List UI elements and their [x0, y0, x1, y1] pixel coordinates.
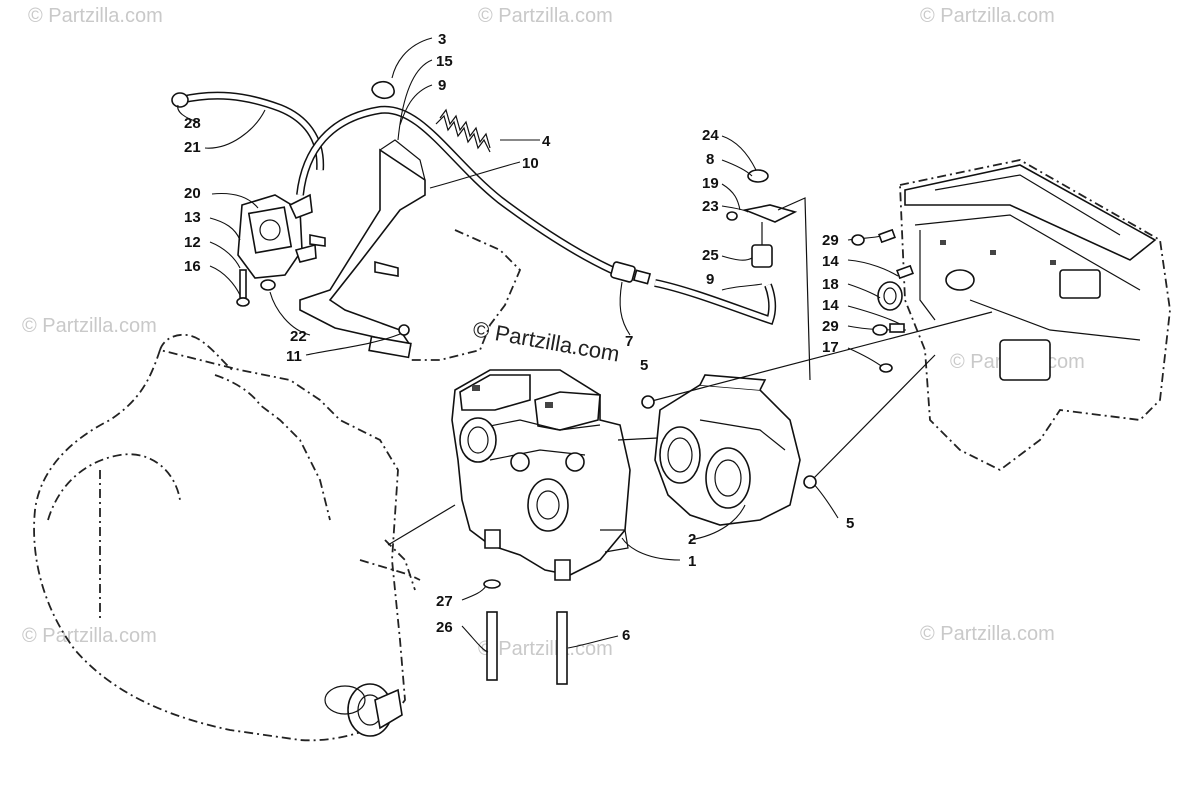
callout-16: 16 — [184, 258, 201, 275]
callout-14-lower: 14 — [822, 297, 839, 314]
watermark-main: © Partzilla.com — [471, 316, 621, 366]
callout-18: 18 — [822, 276, 839, 293]
intake-adapter — [654, 374, 801, 526]
engine — [33, 333, 421, 742]
watermark-layer: © Partzilla.com © Partzilla.com © Partzi… — [22, 5, 1085, 660]
callout-11: 11 — [286, 348, 302, 365]
watermark: © Partzilla.com — [22, 315, 157, 337]
callout-15: 15 — [436, 53, 453, 70]
callout-labels: 3 15 9 4 10 28 21 20 13 12 16 22 11 7 5 … — [184, 31, 854, 644]
fuel-pump-assembly — [171, 80, 614, 347]
callout-7: 7 — [625, 333, 633, 350]
callout-6: 6 — [622, 627, 630, 644]
callout-27: 27 — [436, 593, 453, 610]
callout-24: 24 — [702, 127, 719, 144]
vent-tubes — [483, 579, 568, 685]
callout-22: 22 — [290, 328, 307, 345]
callout-5-right: 5 — [846, 515, 854, 532]
watermark: © Partzilla.com — [22, 625, 157, 647]
callout-8: 8 — [706, 151, 714, 168]
watermark: © Partzilla.com — [28, 5, 163, 27]
spring-coil — [435, 108, 491, 153]
callout-23: 23 — [702, 198, 719, 215]
callout-29: 29 — [822, 232, 839, 249]
callout-26: 26 — [436, 619, 453, 636]
callout-5: 5 — [640, 357, 648, 374]
callout-28: 28 — [184, 115, 201, 132]
callout-9-right: 9 — [706, 271, 714, 288]
callout-29-lower: 29 — [822, 318, 839, 335]
callout-17: 17 — [822, 339, 839, 356]
assembly-lines — [387, 311, 993, 546]
mount-block — [368, 335, 412, 359]
fasteners — [398, 211, 914, 489]
fuel-filter — [610, 261, 777, 326]
callout-21: 21 — [184, 139, 201, 156]
bracket-outline — [410, 229, 522, 361]
watermark: © Partzilla.com — [920, 5, 1055, 27]
watermark: © Partzilla.com — [478, 5, 613, 27]
airbox — [877, 159, 1171, 472]
watermark: © Partzilla.com — [920, 623, 1055, 645]
callout-10: 10 — [522, 155, 539, 172]
callout-20: 20 — [184, 185, 201, 202]
carburetor-assembly — [451, 369, 631, 581]
callout-2: 2 — [688, 531, 696, 548]
callout-3: 3 — [438, 31, 446, 48]
callout-1: 1 — [688, 553, 696, 570]
callout-19: 19 — [702, 175, 719, 192]
callout-12: 12 — [184, 234, 201, 251]
callout-4: 4 — [542, 133, 551, 150]
leader-lines — [177, 37, 907, 653]
watermark: © Partzilla.com — [478, 638, 613, 660]
callout-9: 9 — [438, 77, 446, 94]
valve-assembly — [742, 169, 811, 381]
callout-13: 13 — [184, 209, 201, 226]
callout-14: 14 — [822, 253, 839, 270]
callout-25: 25 — [702, 247, 719, 264]
